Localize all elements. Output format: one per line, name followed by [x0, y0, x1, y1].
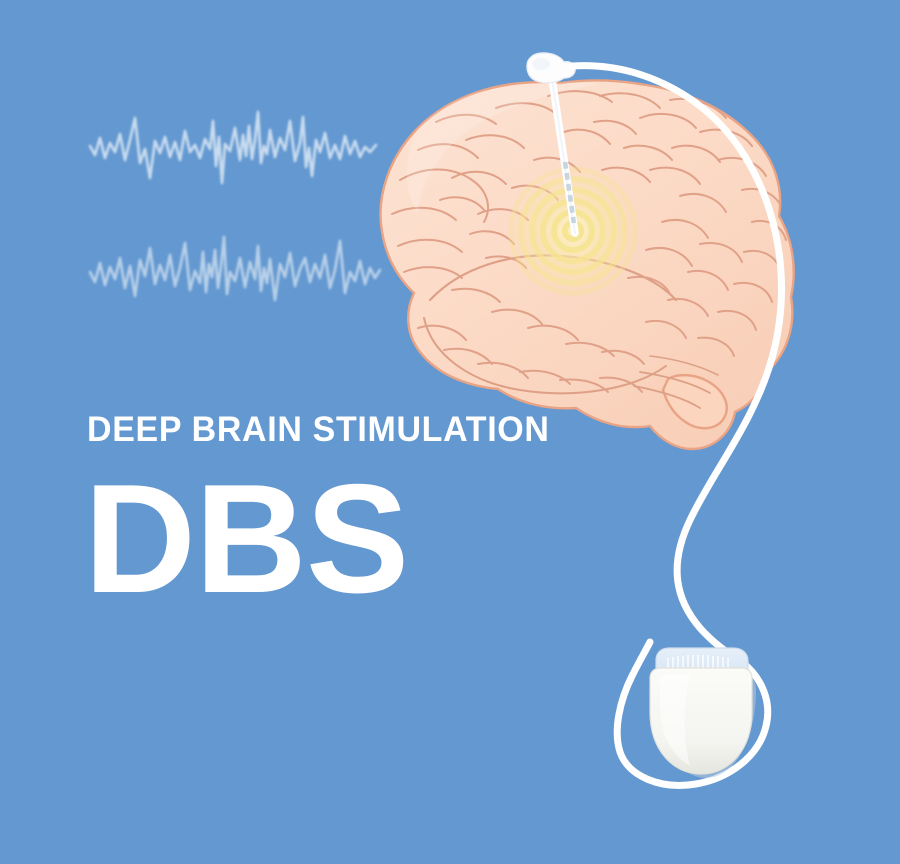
cerebellum-fold-1 [639, 371, 711, 394]
electrode-contacts [562, 161, 577, 224]
device-highlight [660, 674, 690, 766]
sulci-group [391, 90, 787, 393]
eeg-trace-bottom [88, 235, 382, 302]
eeg-trace-top [88, 110, 378, 185]
eeg-waveform-group [88, 110, 382, 302]
lead-wire-loop [613, 638, 772, 789]
stimulation-ring-4 [529, 187, 617, 275]
lead-wire-main [568, 62, 785, 666]
electrode-lead [547, 68, 579, 237]
burr-hole-cap [526, 52, 576, 84]
pulse-generator [649, 647, 756, 778]
brain-highlight [406, 82, 600, 214]
stimulation-ring-6 [508, 166, 638, 296]
burr-hole-cap-highlight [532, 58, 550, 70]
stimulation-ring-5 [518, 176, 628, 286]
cerebellum-fold-3 [649, 355, 719, 376]
brain-illustration [379, 52, 795, 451]
brainstem [661, 374, 728, 430]
cerebellum-fold-2 [633, 385, 701, 409]
